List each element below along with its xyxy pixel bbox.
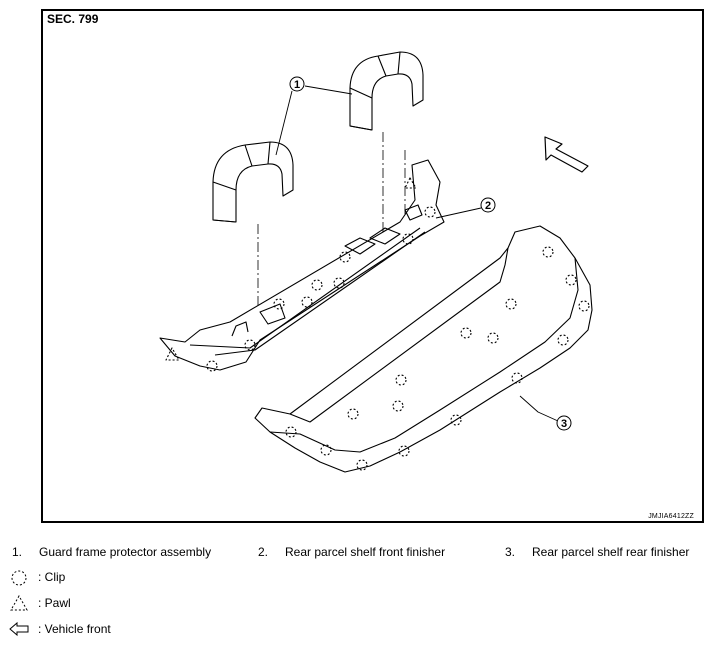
guard-frame-protector-right	[349, 51, 424, 131]
legend-label: Rear parcel shelf rear finisher	[532, 545, 690, 559]
rear-parcel-shelf-front-finisher	[159, 159, 445, 371]
legend-label: Guard frame protector assembly	[39, 545, 212, 559]
legend-number: 3.	[505, 545, 516, 559]
callout-leaders	[275, 85, 559, 422]
figure-code: JMJIA6412ZZ	[648, 513, 694, 520]
legend-number: 1.	[12, 545, 23, 559]
guard-frame-protector-left	[212, 141, 294, 223]
callout-3: 3	[556, 415, 572, 431]
pawl-symbol-text: : Pawl	[38, 596, 71, 610]
callout-2: 2	[480, 197, 496, 213]
clip-symbol-icon	[11, 570, 27, 586]
clip-markers	[206, 206, 590, 471]
pawl-markers	[165, 177, 417, 361]
figure-frame: SEC. 799 JMJIA6412ZZ	[41, 9, 704, 523]
parts-legend: 1. Guard frame protector assembly 2. Rea…	[0, 545, 717, 563]
svg-text:3: 3	[561, 418, 567, 430]
legend-number: 2.	[258, 545, 269, 559]
callout-1: 1	[289, 76, 305, 92]
section-label: SEC. 799	[47, 12, 99, 26]
svg-text:1: 1	[294, 79, 300, 91]
legend-label: Rear parcel shelf front finisher	[285, 545, 446, 559]
vehicle-front-symbol-text: : Vehicle front	[38, 622, 111, 636]
pawl-symbol-icon	[10, 594, 28, 611]
vehicle-front-arrow-icon	[544, 136, 589, 173]
clip-symbol-text: : Clip	[38, 570, 66, 584]
vehicle-front-arrow-icon	[9, 621, 29, 637]
svg-text:2: 2	[485, 200, 491, 212]
rear-parcel-shelf-rear-finisher	[254, 225, 593, 473]
